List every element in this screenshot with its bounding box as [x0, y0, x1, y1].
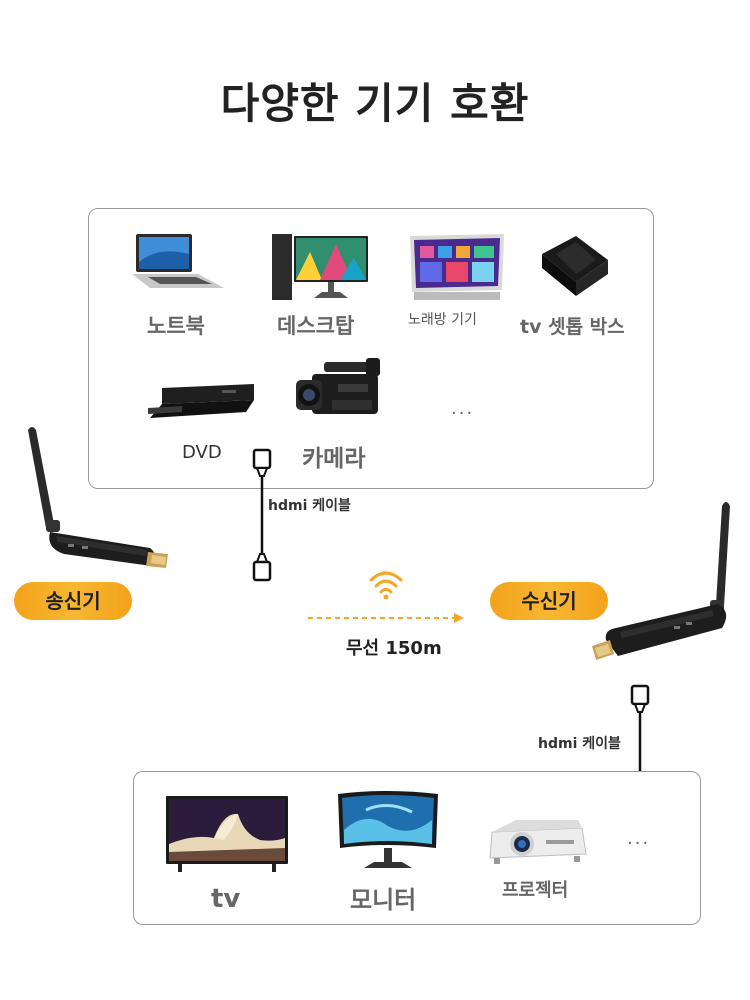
device-label-dvd: DVD: [182, 442, 222, 463]
hdmi-cable-bottom-label: hdmi 케이블: [538, 736, 621, 752]
device-label-karaoke: 노래방 기기: [408, 312, 477, 328]
dvd-player-icon: [148, 384, 254, 418]
receiver-dongle-icon: [592, 502, 730, 660]
display-label-projector: 프로젝터: [502, 880, 569, 901]
device-label-set-top-box: tv 셋톱 박스: [520, 316, 625, 338]
wireless-range-label: 무선 150m: [346, 638, 442, 659]
wifi-icon: [369, 571, 403, 600]
tv-icon: [166, 796, 288, 872]
wireless-arrow-icon: [308, 613, 464, 623]
transmitter-dongle-icon: [28, 427, 168, 568]
karaoke-machine-icon: [410, 234, 504, 300]
hdmi-cable-top: [252, 448, 272, 582]
hdmi-cable-top-label: hdmi 케이블: [268, 498, 351, 514]
set-top-box-icon: [542, 236, 608, 296]
display-label-tv: tv: [211, 884, 241, 914]
projector-icon: [489, 820, 587, 864]
page-title: 다양한 기기 호환: [220, 79, 530, 128]
device-label-desktop: 데스크탑: [277, 314, 355, 338]
more-source-devices: ...: [451, 398, 475, 419]
transmitter-label: 송신기: [14, 582, 132, 620]
desktop-monitor-icon: [272, 234, 368, 300]
device-label-camera: 카메라: [302, 446, 366, 472]
laptop-icon: [132, 234, 224, 288]
curved-monitor-icon: [338, 791, 438, 868]
device-label-laptop: 노트북: [147, 314, 205, 338]
receiver-label: 수신기: [490, 582, 608, 620]
video-camera-icon: [296, 358, 380, 414]
more-display-devices: ...: [627, 828, 651, 849]
display-label-monitor: 모니터: [350, 886, 417, 914]
